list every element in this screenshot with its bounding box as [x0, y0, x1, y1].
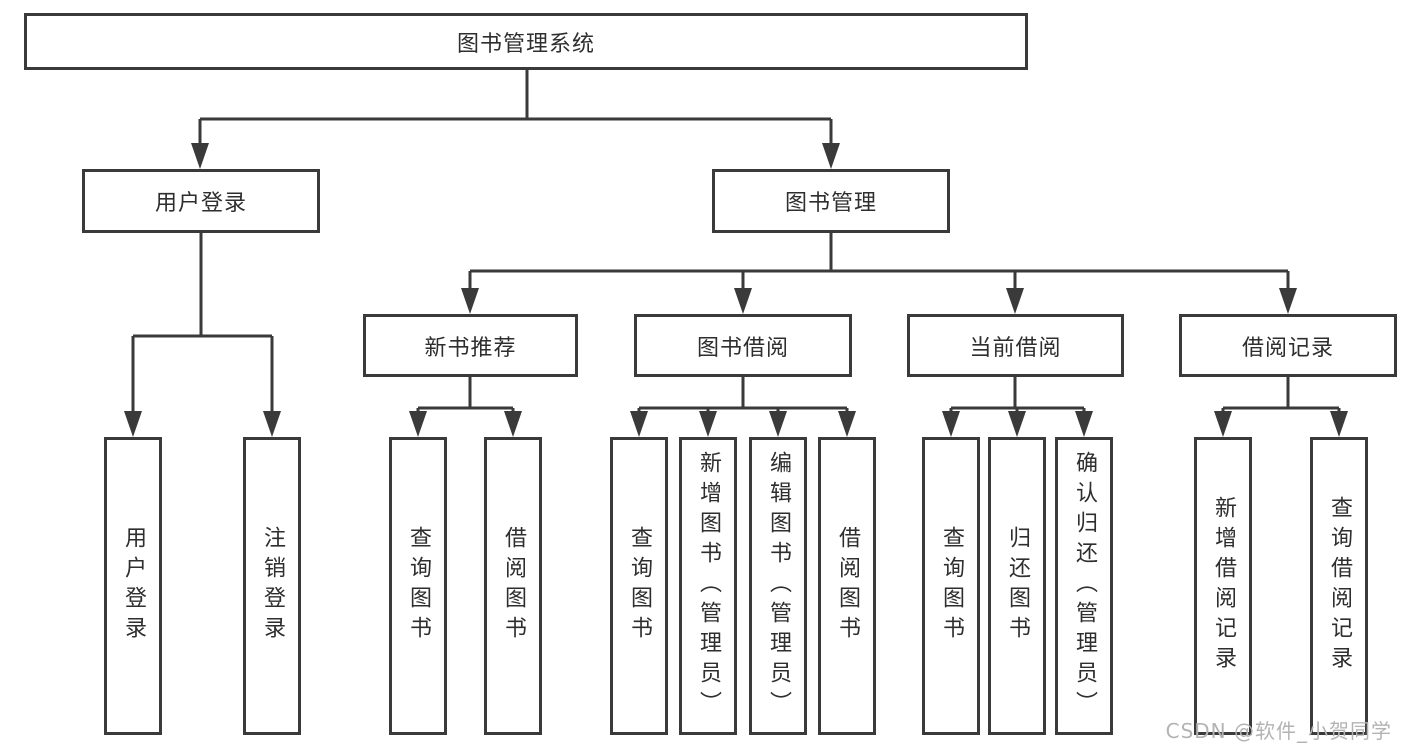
node-add-borrow-record-label: 新增借阅记录: [1211, 496, 1236, 676]
node-confirm-return-admin: 确认归还（管理员）: [1055, 437, 1113, 735]
node-return-book-label: 归还图书: [1005, 526, 1030, 646]
wire-book-borrow-children: [637, 377, 849, 414]
node-logout-action-label: 注销登录: [260, 526, 285, 646]
node-query-books-recommend-label: 查询图书: [406, 526, 431, 646]
node-add-book-admin-label: 新增图书（管理员）: [696, 451, 721, 721]
wire-new-book-children: [416, 377, 515, 414]
node-confirm-return-admin-label: 确认归还（管理员）: [1072, 451, 1097, 721]
node-borrow-book-recommend-label: 借阅图书: [501, 526, 526, 646]
node-library-system-label: 图书管理系统: [456, 31, 595, 57]
node-book-management-label: 图书管理: [784, 191, 877, 216]
node-query-borrow-record: 查询借阅记录: [1310, 437, 1368, 735]
node-borrow-records: 借阅记录: [1179, 314, 1397, 377]
node-query-borrow-record-label: 查询借阅记录: [1327, 496, 1352, 676]
node-user-login: 用户登录: [82, 169, 320, 233]
node-borrow-book-action-label: 借阅图书: [835, 526, 860, 646]
node-new-book-recommend: 新书推荐: [363, 314, 578, 377]
wire-root-to-level2: [198, 70, 833, 145]
node-borrow-book-action: 借阅图书: [818, 437, 876, 735]
wire-current-borrow-children: [949, 377, 1086, 414]
wire-book-management-children: [468, 233, 1290, 291]
node-book-borrow-label: 图书借阅: [696, 335, 789, 361]
node-add-borrow-record: 新增借阅记录: [1194, 437, 1252, 735]
node-current-borrow-label: 当前借阅: [969, 335, 1062, 361]
node-query-books-borrow: 查询图书: [610, 437, 668, 735]
node-query-books-recommend: 查询图书: [389, 437, 447, 735]
wire-borrow-records-children: [1221, 377, 1341, 414]
node-login-action: 用户登录: [104, 437, 162, 735]
node-edit-book-admin: 编辑图书（管理员）: [749, 437, 807, 735]
csdn-watermark: CSDN @软件_小贺同学: [1165, 719, 1392, 743]
wire-user-login-children: [131, 233, 274, 413]
node-edit-book-admin-label: 编辑图书（管理员）: [766, 451, 791, 721]
node-user-login-label: 用户登录: [154, 191, 247, 216]
node-query-books-current: 查询图书: [922, 437, 980, 735]
node-borrow-records-label: 借阅记录: [1241, 335, 1334, 361]
node-borrow-book-recommend: 借阅图书: [484, 437, 542, 735]
node-return-book: 归还图书: [988, 437, 1046, 735]
node-new-book-recommend-label: 新书推荐: [424, 335, 517, 361]
node-add-book-admin: 新增图书（管理员）: [679, 437, 737, 735]
node-login-action-label: 用户登录: [121, 526, 146, 646]
node-library-system: 图书管理系统: [24, 13, 1028, 70]
node-query-books-current-label: 查询图书: [939, 526, 964, 646]
node-book-borrow: 图书借阅: [634, 314, 852, 377]
node-book-management: 图书管理: [712, 169, 950, 233]
node-current-borrow: 当前借阅: [907, 314, 1124, 377]
node-logout-action: 注销登录: [243, 437, 301, 735]
node-query-books-borrow-label: 查询图书: [627, 526, 652, 646]
